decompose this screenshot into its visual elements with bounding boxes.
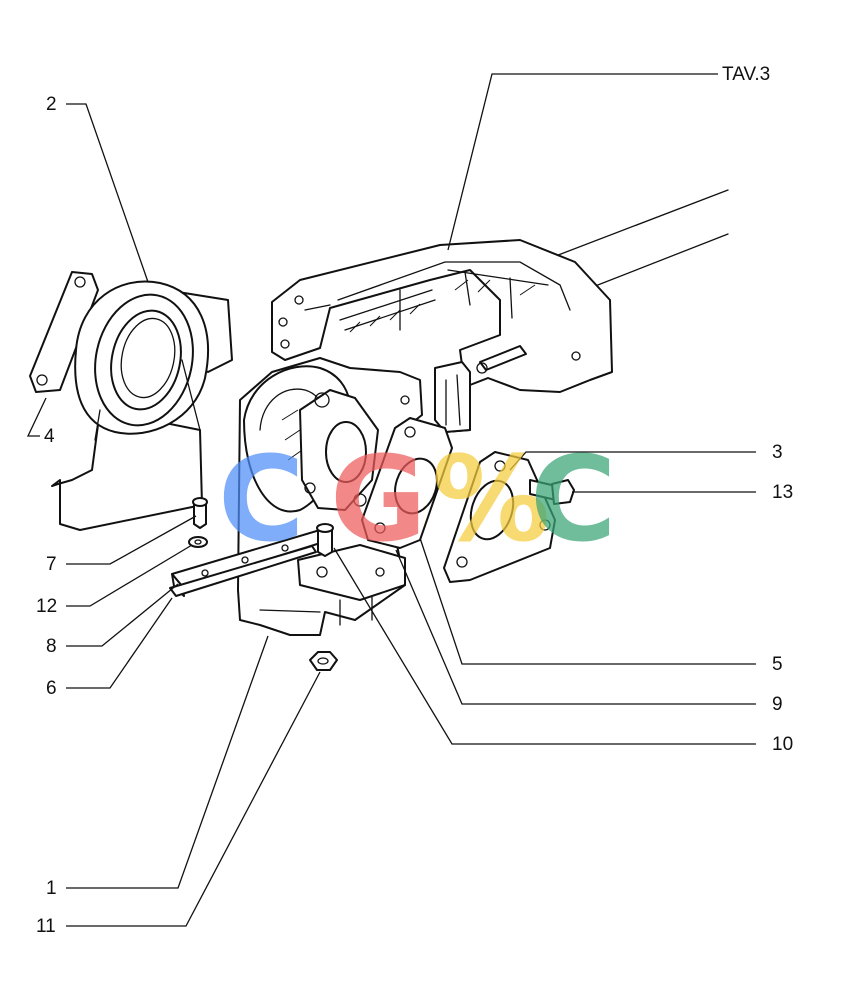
leader-12 <box>66 544 193 607</box>
leader-7 <box>66 515 197 565</box>
watermark-logo: C G % C <box>218 430 617 568</box>
screw-10 <box>316 523 334 557</box>
plate-5 <box>361 417 453 549</box>
watermark-letter-2: G <box>330 430 427 568</box>
callout-8: 8 <box>46 636 57 657</box>
leader-11 <box>66 671 321 927</box>
nut-11 <box>309 651 338 671</box>
callout-6: 6 <box>46 678 57 699</box>
bearing-housing-2 <box>29 271 233 531</box>
leader-1 <box>66 635 269 889</box>
callout-12: 12 <box>36 596 57 617</box>
callout-1: 1 <box>46 878 57 899</box>
callout-4: 4 <box>44 426 55 447</box>
watermark-letter-4: C <box>530 430 617 568</box>
callout-7: 7 <box>46 554 57 575</box>
leader-6 <box>66 597 173 689</box>
callout-9: 9 <box>772 694 783 715</box>
frame-assembly <box>271 189 729 433</box>
leader-8 <box>66 583 179 647</box>
watermark-letter-1: C <box>218 430 305 568</box>
callout-11: 11 <box>36 916 56 937</box>
shim-6 <box>169 545 317 597</box>
leader-2 <box>66 103 149 283</box>
callout-13: 13 <box>772 482 793 503</box>
watermark-letter-3: % <box>432 430 550 568</box>
leader-3 <box>509 451 756 471</box>
callout-labels: TAV.3 2 4 7 12 8 6 3 13 5 9 10 1 11 <box>36 64 793 937</box>
callout-3: 3 <box>772 442 783 463</box>
leader-tav <box>447 73 718 251</box>
callout-tav: TAV.3 <box>722 64 770 85</box>
screw-7 <box>192 497 208 529</box>
callout-2: 2 <box>46 94 57 115</box>
mount-bracket-1 <box>237 357 423 636</box>
bolt-13 <box>529 479 575 505</box>
leader-9 <box>395 549 756 705</box>
callout-5: 5 <box>772 654 783 675</box>
callout-10: 10 <box>772 734 793 755</box>
leader-10 <box>333 547 756 745</box>
plate-3 <box>443 451 556 583</box>
washer-12 <box>188 536 208 548</box>
leader-lines <box>26 73 756 927</box>
leader-5 <box>419 537 756 665</box>
leader-4 <box>26 397 47 437</box>
